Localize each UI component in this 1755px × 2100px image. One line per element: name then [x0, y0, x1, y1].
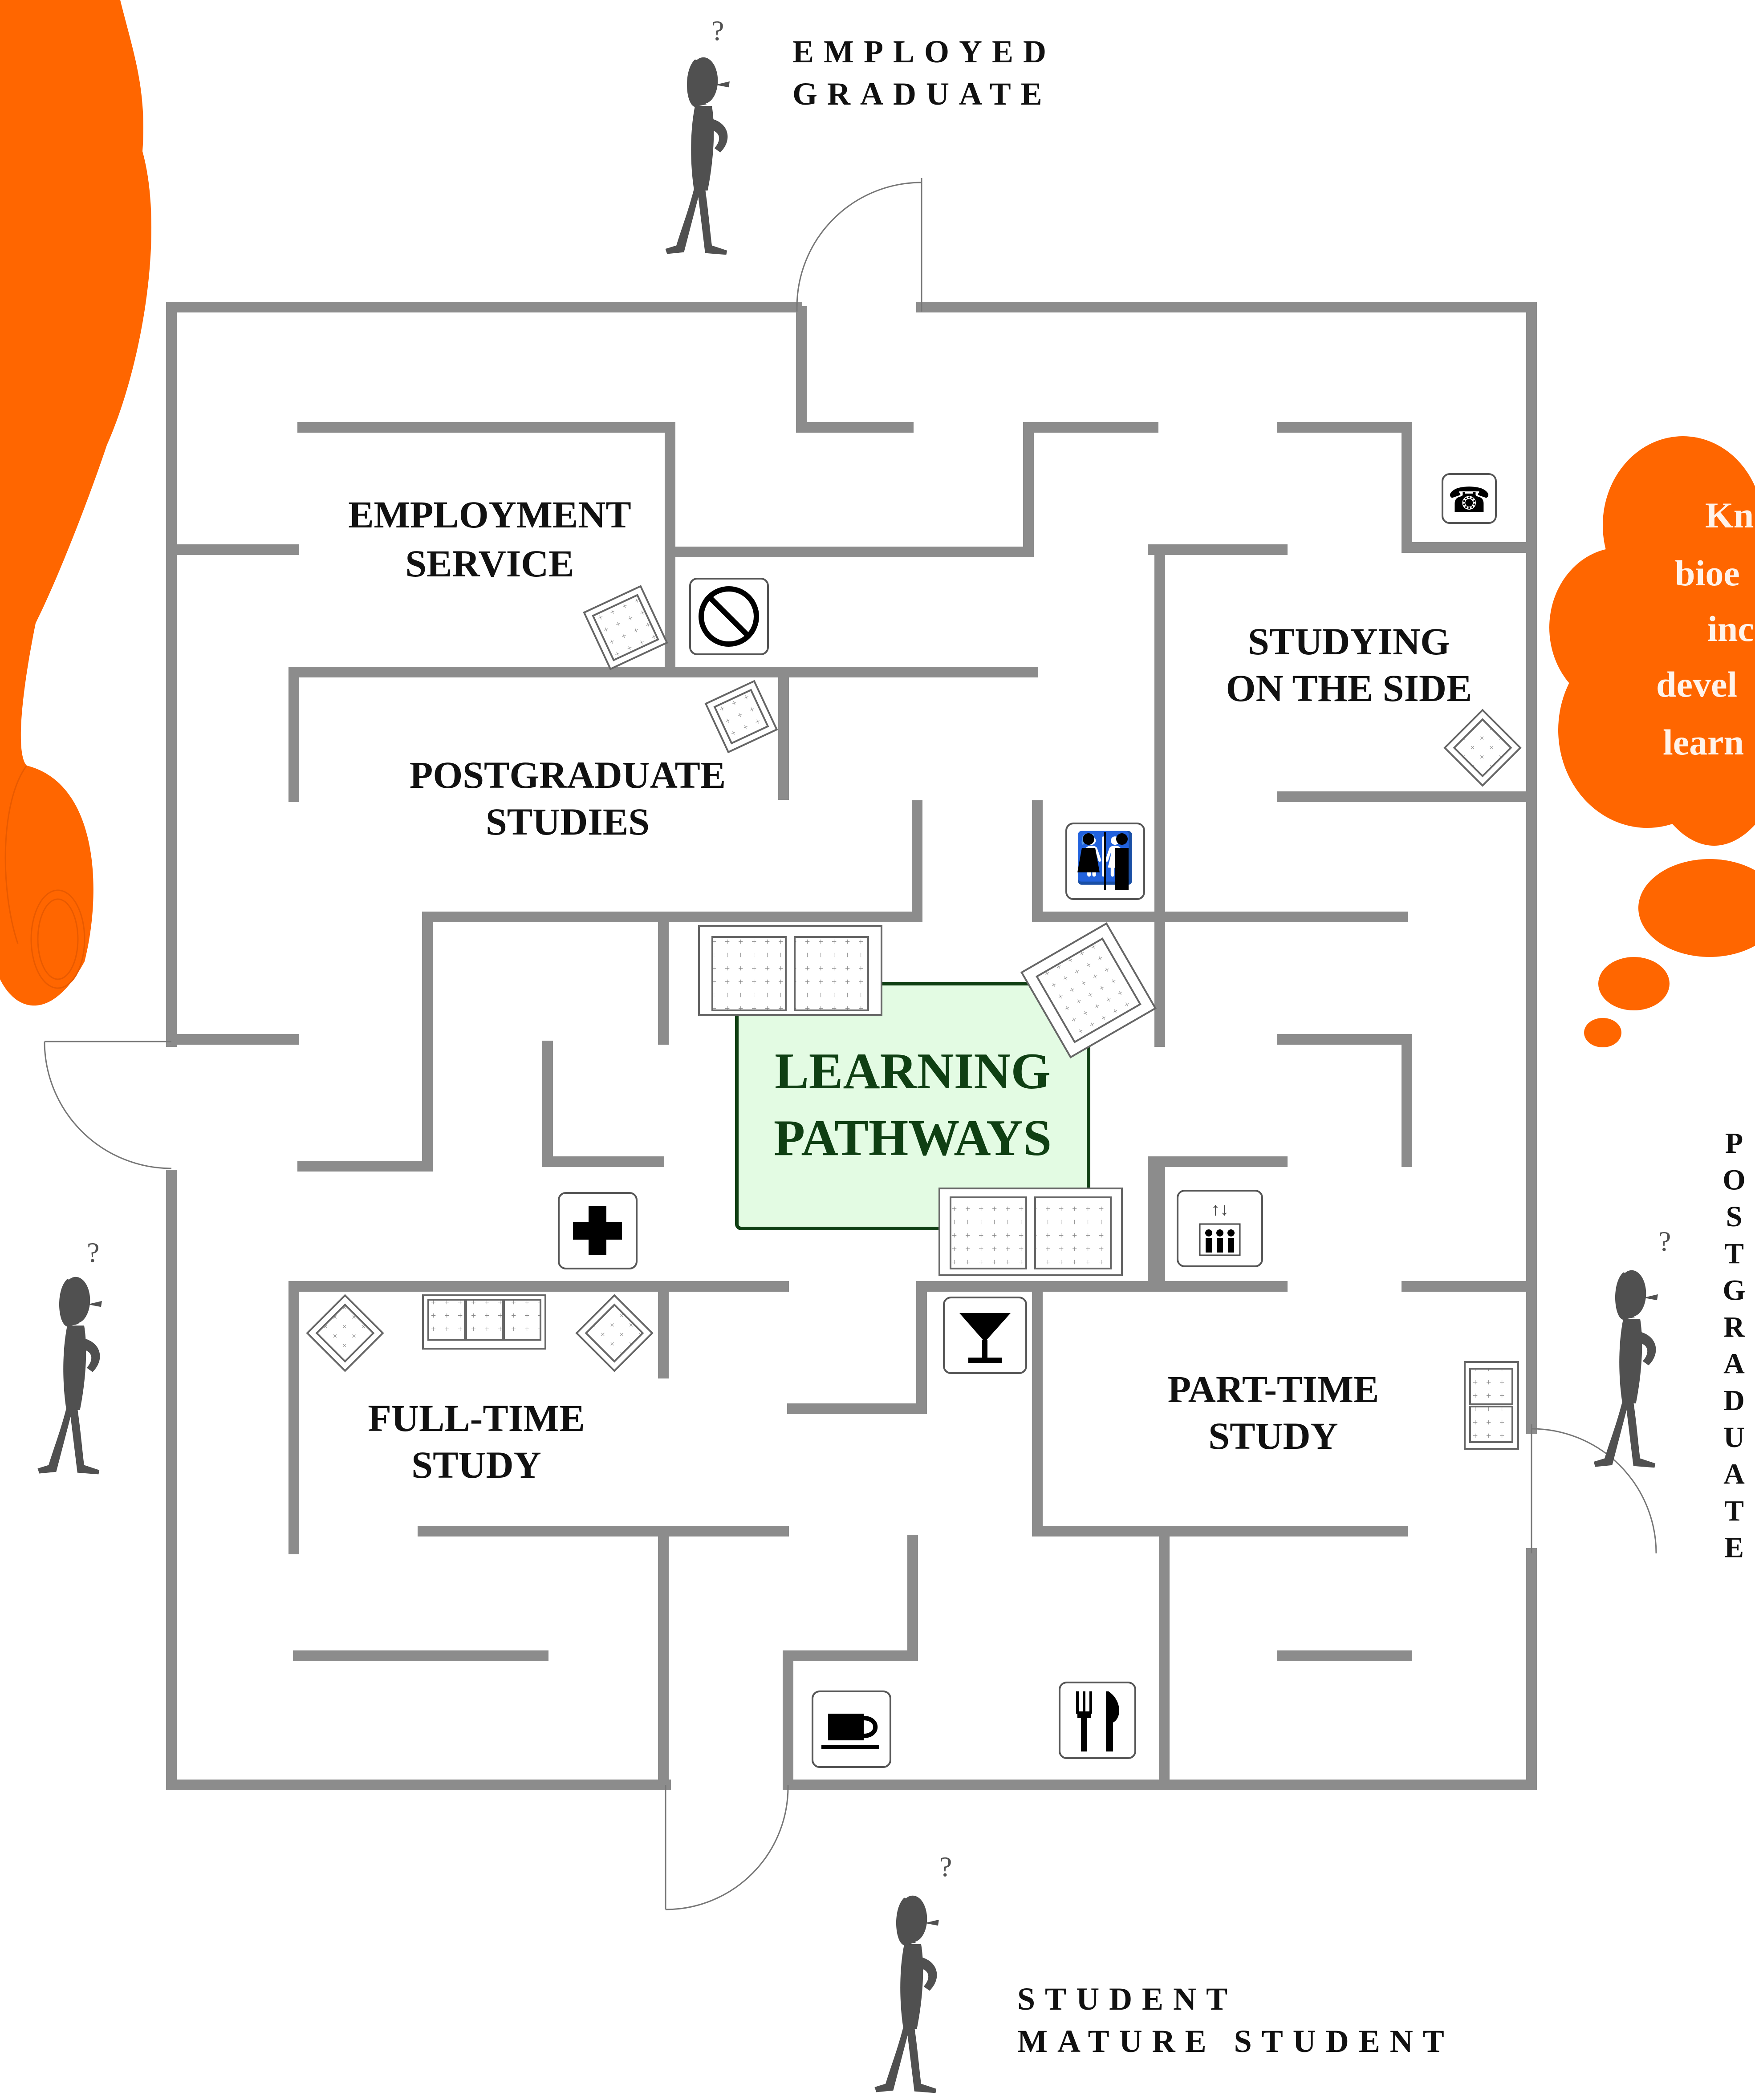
furniture	[306, 585, 1522, 1450]
top-label-2: GRADUATE	[792, 76, 1052, 112]
question-mark-icon	[939, 1851, 952, 1882]
room-label-parttime-1: PART-TIME	[1168, 1368, 1379, 1411]
bottom-label-2: MATURE STUDENT	[1017, 2023, 1454, 2059]
room-label-employment-2: SERVICE	[405, 542, 574, 585]
learning-pathways-center: LEARNING PATHWAYS	[735, 982, 1090, 1230]
person-top	[665, 15, 730, 255]
sofa-parttime	[1464, 1361, 1519, 1450]
room-label-fulltime-2: STUDY	[411, 1443, 541, 1486]
armchair-center-right	[1020, 922, 1157, 1058]
people-labels: EMPLOYED GRADUATE STUDENT MATURE STUDENT…	[792, 34, 1746, 2059]
orange-thought-cloud-right: Kn bioe inc devel learn	[1549, 436, 1755, 1047]
armchair-fulltime-right	[575, 1294, 654, 1372]
armchair-side	[1443, 709, 1522, 787]
armchair-employment	[583, 585, 668, 670]
center-title-line-2: PATHWAYS	[774, 1110, 1052, 1166]
maze-walls	[166, 302, 1537, 1790]
restroom-icon: 🚻	[1065, 823, 1145, 900]
room-label-side-1: STUDYING	[1248, 620, 1450, 663]
cloud-text-line-5: learn	[1663, 722, 1744, 762]
room-label-side-2: ON THE SIDE	[1226, 667, 1472, 709]
cocktail-icon	[943, 1297, 1027, 1374]
coffee-cup-icon	[812, 1691, 891, 1768]
first-aid-icon	[558, 1192, 638, 1269]
sofa-fulltime	[422, 1294, 546, 1350]
cloud-text-line-2: bioe	[1675, 553, 1740, 593]
cloud-text-line-3: inc	[1707, 608, 1754, 649]
room-label-postgraduate-2: STUDIES	[486, 800, 650, 843]
question-mark-icon	[711, 15, 724, 46]
no-smoking-icon	[689, 578, 769, 655]
armchair-postgraduate	[704, 680, 778, 754]
orange-thought-cloud-left	[0, 0, 152, 1006]
room-label-parttime-2: STUDY	[1208, 1415, 1338, 1457]
room-label-employment-1: EMPLOYMENT	[348, 493, 631, 536]
person-left	[37, 1236, 102, 1475]
telephone-icon: ☎	[1442, 473, 1497, 524]
svg-text:☎: ☎	[1447, 481, 1491, 519]
person-right	[1593, 1225, 1671, 1468]
cloud-text-line-1: Kn	[1705, 495, 1754, 535]
center-title-line-1: LEARNING	[775, 1043, 1051, 1099]
person-bottom	[874, 1851, 952, 2093]
top-label-1: EMPLOYED	[792, 34, 1056, 69]
room-labels: EMPLOYMENT SERVICE POSTGRADUATE STUDIES …	[348, 493, 1472, 1486]
sofa-top-center	[698, 925, 882, 1016]
cutlery-icon	[1059, 1682, 1136, 1759]
question-mark-icon	[87, 1236, 100, 1268]
room-label-postgraduate-1: POSTGRADUATE	[410, 754, 726, 796]
room-label-fulltime-1: FULL-TIME	[368, 1397, 585, 1439]
cloud-text-line-4: devel	[1656, 664, 1737, 705]
armchair-fulltime-left	[306, 1294, 384, 1372]
sofa-bottom-center	[938, 1188, 1123, 1276]
question-mark-icon	[1658, 1225, 1671, 1257]
bottom-label-1: STUDENT	[1017, 1981, 1237, 2017]
elevator-icon: ↑↓	[1177, 1190, 1263, 1267]
maze-doors	[44, 178, 1657, 1910]
svg-text:↑↓: ↑↓	[1211, 1199, 1229, 1219]
